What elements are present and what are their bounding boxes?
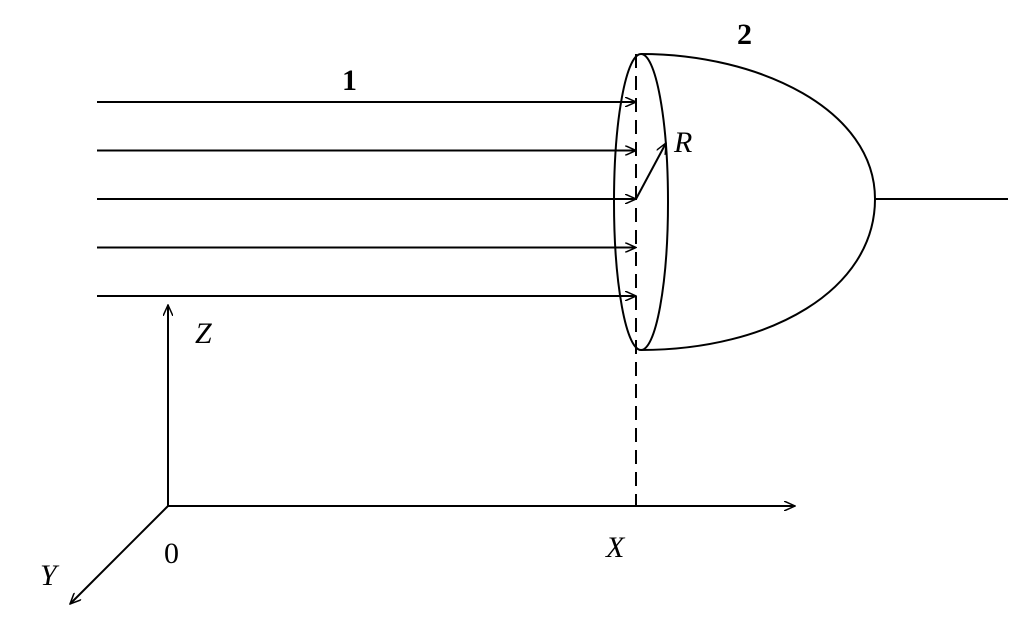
radius-label: R bbox=[673, 126, 692, 159]
y-axis-label: Y bbox=[40, 559, 60, 592]
radius-arrow bbox=[635, 143, 667, 200]
incident-rays bbox=[97, 102, 636, 296]
origin-label: 0 bbox=[164, 537, 179, 570]
x-axis-label: X bbox=[605, 531, 626, 564]
beam-label: 1 bbox=[342, 64, 357, 97]
z-axis-label: Z bbox=[195, 317, 212, 350]
body-base-ellipse bbox=[613, 53, 669, 351]
body-outline bbox=[640, 53, 877, 351]
body-label: 2 bbox=[737, 18, 752, 51]
y-axis bbox=[70, 505, 169, 604]
